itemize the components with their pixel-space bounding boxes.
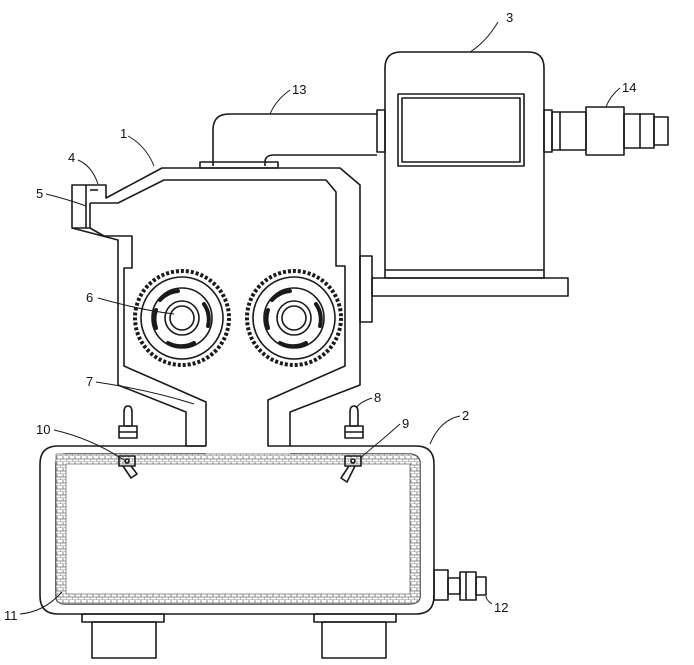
label-9: 9 [402,416,409,431]
collection-tank [40,446,434,614]
tank-feet [82,614,396,658]
right-sprayer [341,406,363,482]
side-bracket [360,256,372,322]
label-5: 5 [36,186,43,201]
right-crushing-roller [247,271,341,365]
outlet-nozzle [552,107,668,155]
label-13: 13 [292,82,306,97]
label-12: 12 [494,600,508,615]
label-4: 4 [68,150,75,165]
label-14: 14 [622,80,636,95]
pump-base-plate [372,270,568,296]
label-2: 2 [462,408,469,423]
label-8: 8 [374,390,381,405]
label-1: 1 [120,126,127,141]
left-sprayer [119,406,137,478]
pump-housing [377,52,552,278]
label-10: 10 [36,422,50,437]
label-6: 6 [86,290,93,305]
connecting-pipe [200,114,377,168]
drain-valve [434,570,486,600]
left-crushing-roller [135,271,229,365]
label-3: 3 [506,10,513,25]
label-7: 7 [86,374,93,389]
feed-inlet [86,185,98,228]
brick-liner [56,454,420,604]
label-11: 11 [4,608,18,623]
